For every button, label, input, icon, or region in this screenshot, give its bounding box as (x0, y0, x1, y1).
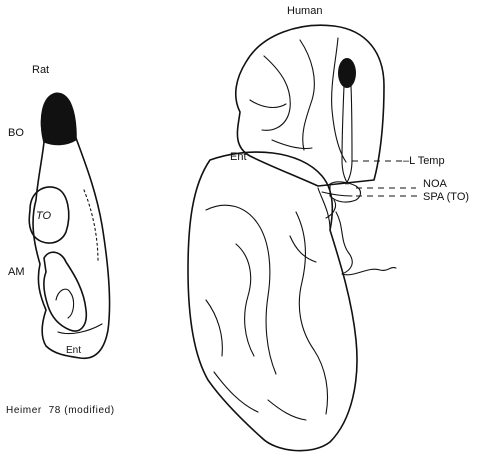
human-title: Human (287, 5, 322, 17)
olfactory-striae-2 (322, 192, 352, 196)
rat-label-to: TO (36, 210, 52, 222)
frontal-sulcus-5 (272, 140, 312, 149)
temporal-sulcus-2 (236, 244, 254, 356)
human-label-ent: Ent (230, 151, 247, 163)
rat-label-am: AM (8, 266, 25, 278)
rat-label-bo: BO (8, 127, 24, 139)
temporal-sulcus-1 (206, 205, 276, 374)
temporal-sulcus-5 (268, 400, 306, 420)
frontal-sulcus-2 (300, 40, 314, 150)
olfactory-striae-3 (326, 200, 336, 218)
olfactory-bulb-shape (41, 93, 76, 145)
temporal-sulcus-4 (206, 300, 222, 356)
human-label-l-temp: –L Temp (403, 155, 445, 167)
temporal-sulcus-3 (296, 212, 328, 414)
human-label-spa: SPA (TO) (423, 191, 469, 203)
human-tract-wavy-line (336, 212, 396, 275)
human-olfactory-tract-left (342, 86, 348, 184)
rat-label-ent: Ent (66, 345, 81, 356)
human-olfactory-bulb (338, 58, 356, 88)
human-label-noa: NOA (423, 178, 448, 190)
temporal-sulcus-6 (290, 236, 316, 262)
rat-title: Rat (32, 64, 49, 76)
amygdala-region-shape (44, 252, 86, 331)
rat-lateral-boundary (84, 190, 98, 262)
entorhinal-boundary (318, 188, 330, 230)
temporal-sulcus-7 (214, 372, 258, 412)
human-brain-drawing (188, 25, 396, 450)
figure-caption: Heimer 78 (modified) (6, 405, 115, 416)
rat-inner-sulcus (56, 289, 74, 318)
frontal-sulcus-4 (250, 100, 286, 107)
rat-brain-drawing (29, 93, 109, 358)
human-olfactory-tract-right (346, 86, 352, 184)
frontal-sulcus-1 (262, 56, 290, 130)
